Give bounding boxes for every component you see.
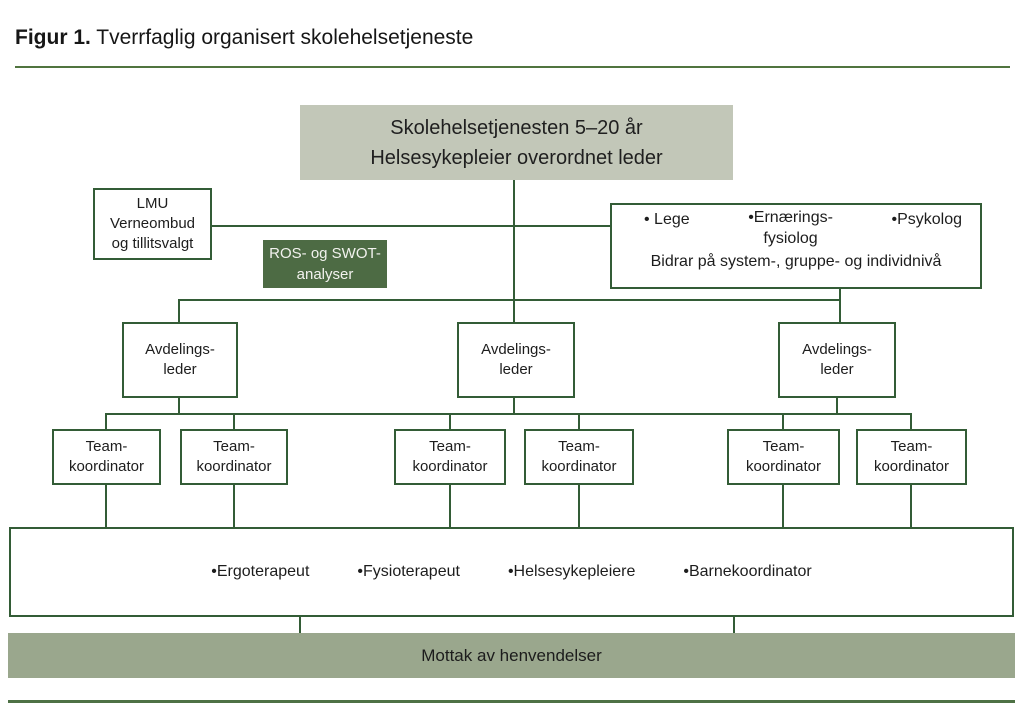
teamkoordinator-line1: Team- bbox=[890, 437, 933, 455]
teamkoordinator-line1: Team- bbox=[213, 437, 255, 455]
lmu-line2: Verneombud bbox=[109, 214, 196, 232]
staff-fysioterapeut: •Fysioterapeut bbox=[357, 563, 460, 580]
teamkoordinator-line2: koordinator bbox=[196, 458, 272, 475]
connector-team-horizontal bbox=[105, 413, 912, 415]
connector-avd1-down bbox=[178, 398, 180, 414]
teamkoordinator-box-2: Team- koordinator bbox=[180, 429, 288, 485]
avdelingsleder-line1: Avdelings- bbox=[802, 340, 872, 358]
avdelingsleder-line2: leder bbox=[163, 361, 197, 378]
connector-specialists-drop bbox=[839, 288, 841, 322]
teamkoordinator-box-4: Team- koordinator bbox=[524, 429, 634, 485]
connector-avd3-down bbox=[836, 398, 838, 414]
connector-team6-stub bbox=[910, 413, 912, 429]
teamkoordinator-box-6: Team- koordinator bbox=[856, 429, 967, 485]
connector-team3-down bbox=[449, 485, 451, 527]
connector-avd2-down bbox=[513, 398, 515, 414]
lmu-box: LMU Verneombud og tillitsvalgt bbox=[93, 188, 212, 260]
lmu-line1: LMU bbox=[136, 194, 169, 212]
staff-ergoterapeut: •Ergoterapeut bbox=[211, 563, 310, 580]
ros-line2: analyser bbox=[296, 266, 354, 283]
connector-root-vertical bbox=[513, 180, 515, 322]
teamkoordinator-line1: Team- bbox=[762, 437, 805, 455]
avdelingsleder-line1: Avdelings- bbox=[145, 340, 215, 358]
connector-team3-stub bbox=[449, 413, 451, 429]
ernaering-line2: fysiolog bbox=[763, 229, 818, 247]
specialist-lege: • Lege bbox=[644, 211, 690, 228]
staff-box: •Ergoterapeut •Fysioterapeut •Helsesykep… bbox=[9, 527, 1014, 617]
connector-team6-down bbox=[910, 485, 912, 527]
ros-line1: ROS- og SWOT- bbox=[269, 245, 381, 262]
lmu-line3: og tillitsvalgt bbox=[111, 235, 194, 253]
connector-avdeling1-drop bbox=[178, 299, 180, 322]
teamkoordinator-line2: koordinator bbox=[873, 458, 950, 475]
avdelingsleder-box-3: Avdelings- leder bbox=[778, 322, 896, 398]
connector-mottak-left bbox=[299, 617, 301, 633]
staff-helsesykepleiere: •Helsesykepleiere bbox=[507, 563, 636, 580]
org-root-box: Skolehelsetjenesten 5–20 år Helsesykeple… bbox=[300, 105, 733, 180]
connector-team2-stub bbox=[233, 413, 235, 429]
figure-caption: Tverrfaglig organisert skolehelsetjenest… bbox=[90, 26, 474, 49]
avdelingsleder-box-2: Avdelings- leder bbox=[457, 322, 575, 398]
org-root-line1: Skolehelsetjenesten 5–20 år bbox=[390, 116, 643, 139]
connector-lmu-horizontal bbox=[212, 225, 610, 227]
teamkoordinator-line2: koordinator bbox=[745, 458, 822, 475]
figure-number: Figur 1. bbox=[15, 26, 91, 49]
avdelingsleder-box-1: Avdelings- leder bbox=[122, 322, 238, 398]
figure-title: Figur 1. Tverrfaglig organisert skolehel… bbox=[15, 26, 473, 50]
connector-team1-stub bbox=[105, 413, 107, 429]
teamkoordinator-box-5: Team- koordinator bbox=[727, 429, 840, 485]
specialists-bullets: • Lege •Ernærings- fysiolog •Psykolog bbox=[612, 205, 980, 250]
specialists-note: Bidrar på system-, gruppe- og individniv… bbox=[650, 252, 942, 270]
connector-team4-stub bbox=[578, 413, 580, 429]
org-root-line2: Helsesykepleier overordnet leder bbox=[370, 146, 663, 169]
teamkoordinator-line1: Team- bbox=[429, 437, 471, 455]
connector-mottak-right bbox=[733, 617, 735, 633]
connector-avdeling-horizontal bbox=[178, 299, 841, 301]
specialists-box: • Lege •Ernærings- fysiolog •Psykolog Bi… bbox=[610, 203, 982, 289]
ros-swot-box: ROS- og SWOT- analyser bbox=[263, 240, 387, 288]
connector-team5-stub bbox=[782, 413, 784, 429]
connector-team4-down bbox=[578, 485, 580, 527]
avdelingsleder-line1: Avdelings- bbox=[481, 340, 551, 358]
teamkoordinator-line1: Team- bbox=[558, 437, 600, 455]
connector-team2-down bbox=[233, 485, 235, 527]
teamkoordinator-line2: koordinator bbox=[68, 458, 145, 475]
teamkoordinator-line2: koordinator bbox=[541, 458, 617, 475]
staff-barnekoordinator: •Barnekoordinator bbox=[683, 563, 812, 580]
connector-team1-down bbox=[105, 485, 107, 527]
connector-team5-down bbox=[782, 485, 784, 527]
specialist-psykolog: •Psykolog bbox=[891, 211, 962, 228]
teamkoordinator-box-3: Team- koordinator bbox=[394, 429, 506, 485]
avdelingsleder-line2: leder bbox=[820, 361, 854, 378]
mottak-bar: Mottak av henvendelser bbox=[8, 633, 1015, 678]
bottom-divider bbox=[8, 700, 1015, 703]
avdelingsleder-line2: leder bbox=[499, 361, 533, 378]
teamkoordinator-line1: Team- bbox=[85, 437, 128, 455]
mottak-label: Mottak av henvendelser bbox=[421, 645, 602, 665]
teamkoordinator-line2: koordinator bbox=[412, 458, 488, 475]
specialist-ernaeringsfysiolog: •Ernærings- fysiolog bbox=[748, 208, 833, 250]
ernaering-line1: •Ernærings- bbox=[748, 209, 833, 226]
teamkoordinator-box-1: Team- koordinator bbox=[52, 429, 161, 485]
title-divider bbox=[15, 66, 1010, 68]
